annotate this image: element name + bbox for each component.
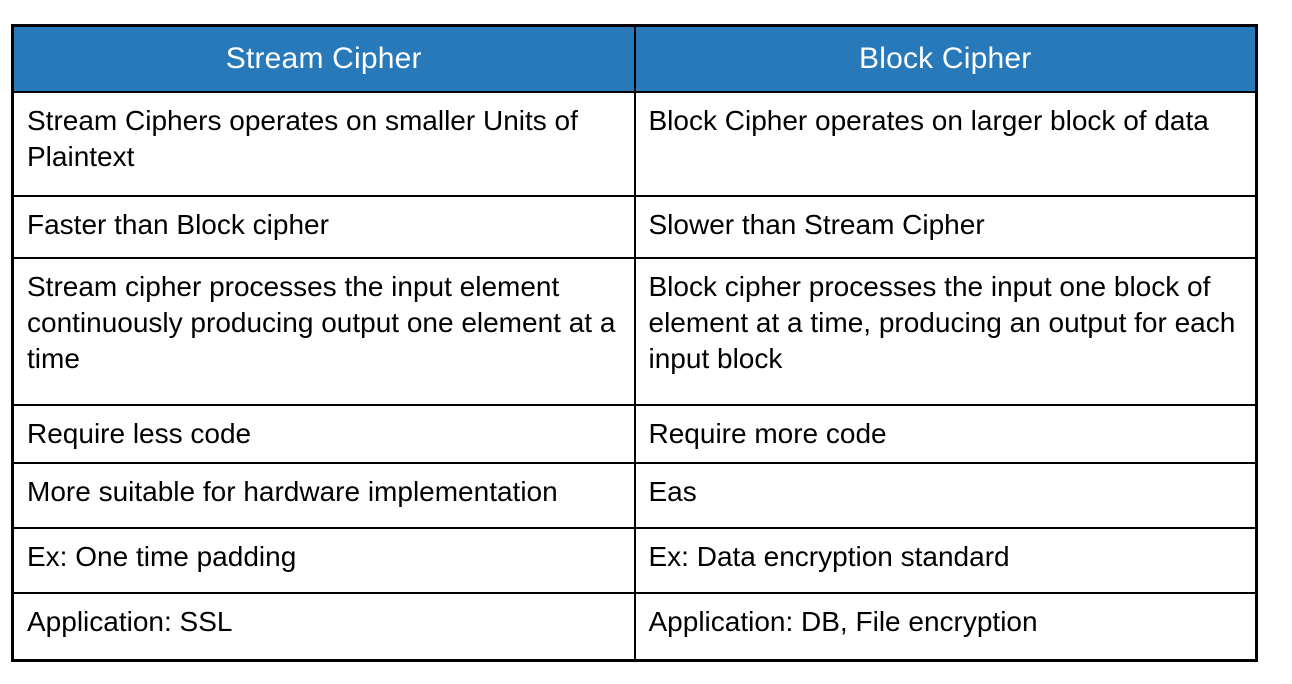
header-row: Stream Cipher Block Cipher [11, 24, 1258, 93]
table-row: Stream Ciphers operates on smaller Units… [11, 90, 1258, 197]
cell-stream-units: Stream Ciphers operates on smaller Units… [11, 90, 636, 197]
table-row: More suitable for hardware implementatio… [11, 461, 1258, 529]
cell-block-code: Require more code [633, 403, 1258, 464]
column-header-stream-cipher: Stream Cipher [11, 24, 636, 93]
cell-block-hardware: Eas [633, 461, 1258, 529]
table-row: Require less code Require more code [11, 403, 1258, 464]
table-header: Stream Cipher Block Cipher [11, 24, 1258, 93]
cell-block-processing: Block cipher processes the input one blo… [633, 256, 1258, 406]
table-row: Application: SSL Application: DB, File e… [11, 591, 1258, 662]
cipher-comparison-table: Stream Cipher Block Cipher Stream Cipher… [11, 24, 1258, 662]
cell-stream-speed: Faster than Block cipher [11, 194, 636, 259]
cell-block-application: Application: DB, File encryption [633, 591, 1258, 662]
table-row: Faster than Block cipher Slower than Str… [11, 194, 1258, 259]
table-body: Stream Ciphers operates on smaller Units… [11, 90, 1258, 662]
cell-stream-example: Ex: One time padding [11, 526, 636, 594]
cell-block-example: Ex: Data encryption standard [633, 526, 1258, 594]
cell-stream-processing: Stream cipher processes the input elemen… [11, 256, 636, 406]
table-row: Stream cipher processes the input elemen… [11, 256, 1258, 406]
cell-block-units: Block Cipher operates on larger block of… [633, 90, 1258, 197]
cell-stream-application: Application: SSL [11, 591, 636, 662]
column-header-block-cipher: Block Cipher [633, 24, 1258, 93]
cell-block-speed: Slower than Stream Cipher [633, 194, 1258, 259]
cell-stream-code: Require less code [11, 403, 636, 464]
cell-stream-hardware: More suitable for hardware implementatio… [11, 461, 636, 529]
table-row: Ex: One time padding Ex: Data encryption… [11, 526, 1258, 594]
